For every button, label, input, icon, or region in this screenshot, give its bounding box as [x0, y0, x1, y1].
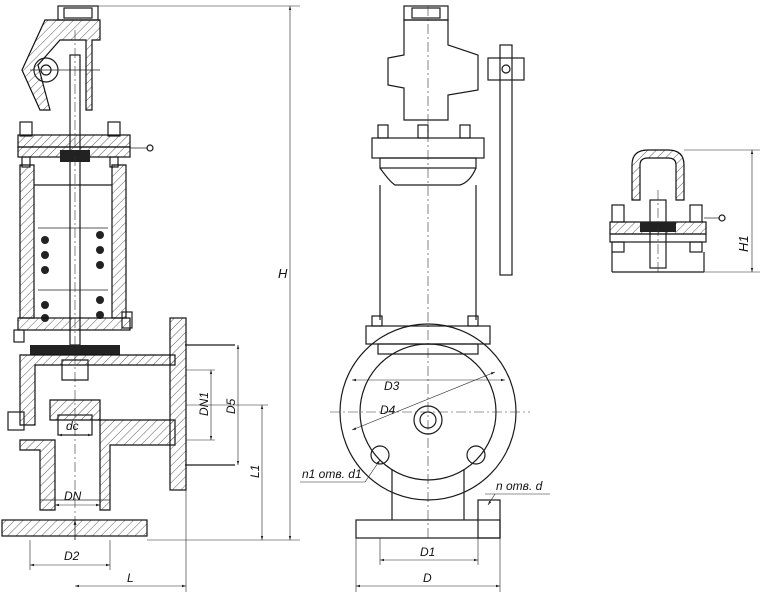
spring	[38, 227, 108, 322]
detail-view: H1	[609, 149, 760, 275]
dim-label-L: L	[127, 571, 134, 585]
dim-label-n1-holes: n1 отв. d1	[302, 467, 362, 481]
dim-label-D5: D5	[224, 398, 238, 414]
dim-label-L1: L1	[248, 465, 262, 478]
dim-label-DN1: DN1	[197, 392, 211, 416]
dimensions-middle: D3 D4 n1 отв. d1 n отв. d D1 D	[300, 371, 550, 592]
dim-label-D: D	[423, 571, 432, 585]
dim-label-H: H	[278, 266, 288, 281]
dim-label-D4: D4	[380, 403, 396, 417]
sectional-view	[1, 5, 235, 540]
dim-label-D2: D2	[64, 549, 80, 563]
dim-label-n-holes: n отв. d	[496, 479, 543, 493]
dim-label-DN: DN	[64, 489, 82, 503]
dim-label-D1: D1	[420, 545, 435, 559]
exterior-view	[330, 5, 530, 540]
dimensions-left: H DN1 D5 L1 dc DN D2 L	[29, 5, 300, 592]
dim-label-dc: dc	[66, 419, 79, 433]
dim-label-H1: H1	[736, 235, 751, 252]
dim-label-D3: D3	[384, 379, 400, 393]
